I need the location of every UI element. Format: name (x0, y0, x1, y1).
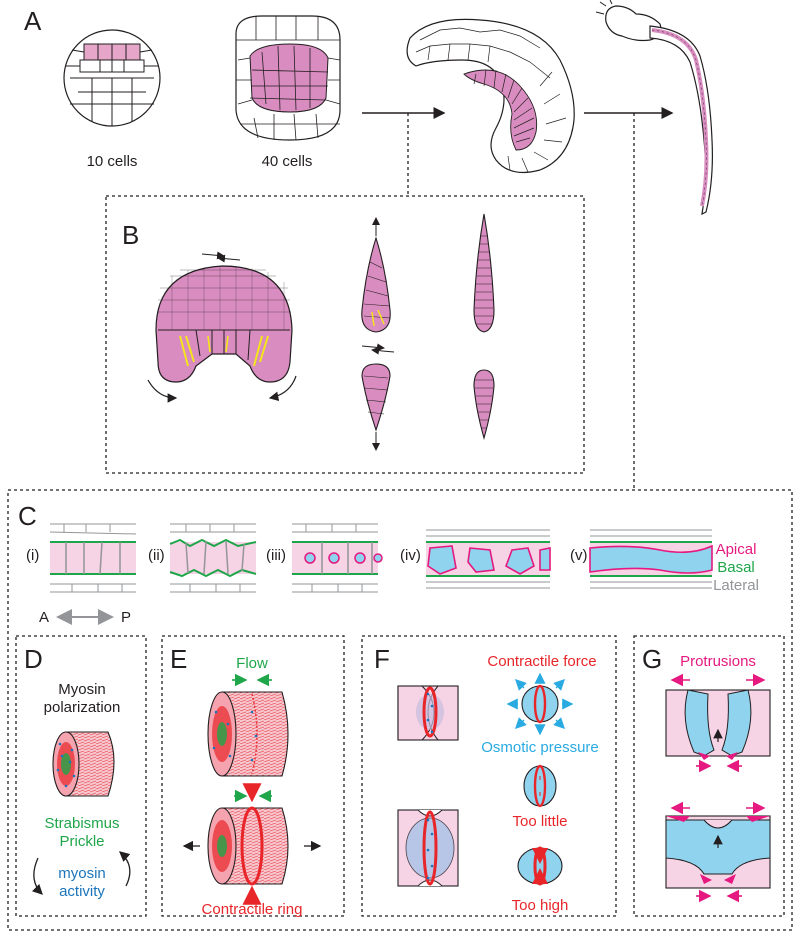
panel-g-frame (633, 635, 785, 917)
stage-10-cells-label: 10 cells (87, 153, 138, 170)
embryo-40-cells (235, 15, 341, 141)
feedback-arrow-up (119, 851, 131, 887)
legend-lateral: Lateral (713, 577, 759, 594)
cell-flow-upper (207, 691, 289, 777)
lumen-cell-lower (397, 809, 459, 887)
lumen-too-little-contraction (523, 764, 557, 808)
lumen-step-ii (169, 523, 257, 593)
converge-arrow-left (217, 254, 241, 263)
protrusions-label: Protrusions (680, 653, 756, 670)
panel-f-frame (361, 635, 617, 917)
step-label-v: (v) (570, 547, 588, 564)
too-little-label: Too little (512, 813, 567, 830)
panel-label-f: F (374, 644, 390, 674)
step-label-iv: (iv) (400, 547, 421, 564)
panel-e-frame (161, 635, 345, 917)
lumen-step-iii (292, 523, 383, 593)
axis-posterior-label: P (121, 609, 131, 626)
myosin-polarization-line2: polarization (44, 699, 121, 716)
cell-ring-lower (207, 806, 289, 886)
panel-label-a: A (24, 6, 42, 36)
cell-protrusion-upper (665, 689, 771, 760)
embryo-tailbud (406, 18, 575, 173)
polarized-cell-d (52, 731, 115, 797)
lumen-step-v (589, 529, 713, 589)
myosin-activity-line1: myosin (58, 865, 106, 882)
pcp-prickle-label: Prickle (59, 833, 104, 850)
panel-d-frame (15, 635, 147, 917)
stage-40-cells-label: 40 cells (262, 153, 313, 170)
contractile-ring-label: Contractile ring (202, 901, 303, 918)
lumen-step-i (49, 523, 137, 593)
myosin-activity-line2: activity (59, 883, 105, 900)
panel-label-g: G (642, 644, 662, 674)
rotate-arrow-right (268, 375, 297, 402)
panel-label-e: E (170, 644, 187, 674)
step-label-i: (i) (26, 547, 39, 564)
rotate-arrow-left (147, 379, 178, 403)
lumen-step-iv (426, 529, 551, 589)
intercalation-dome (155, 265, 293, 383)
osmotic-arrows (506, 672, 574, 736)
larva-tadpole (595, 0, 713, 216)
myosin-polarization-line1: Myosin (58, 681, 106, 698)
panel-label-c: C (18, 501, 37, 531)
contractile-force-label: Contractile force (487, 653, 596, 670)
pcp-strabismus-label: Strabismus (44, 815, 119, 832)
flow-label: Flow (236, 655, 268, 672)
panel-label-b: B (122, 220, 139, 250)
step-label-iii: (iii) (266, 547, 286, 564)
feedback-arrow-down (31, 857, 43, 895)
panel-label-d: D (24, 644, 43, 674)
too-high-label: Too high (512, 897, 569, 914)
osmotic-pressure-label: Osmotic pressure (481, 739, 599, 756)
legend-apical: Apical (716, 541, 757, 558)
embryo-10-cells (63, 29, 161, 127)
notochord-stack-lower (473, 369, 495, 441)
converge2-arrow-right (361, 343, 385, 352)
converge2-arrow-left (371, 346, 395, 355)
legend-basal: Basal (717, 559, 755, 576)
step-label-ii: (ii) (148, 547, 165, 564)
panel-c-frame (7, 489, 793, 931)
notochord-cone-lower (361, 363, 391, 432)
converge-arrow-right (201, 251, 225, 260)
notochord-stack-upper (473, 213, 495, 333)
lumen-too-high-contraction (517, 846, 563, 886)
cell-protrusion-lower (665, 815, 771, 889)
lumen-cell-upper (397, 685, 459, 741)
axis-anterior-label: A (39, 609, 49, 626)
notochord-cone-upper (361, 236, 391, 333)
balanced-lumen-sphere (521, 684, 559, 724)
